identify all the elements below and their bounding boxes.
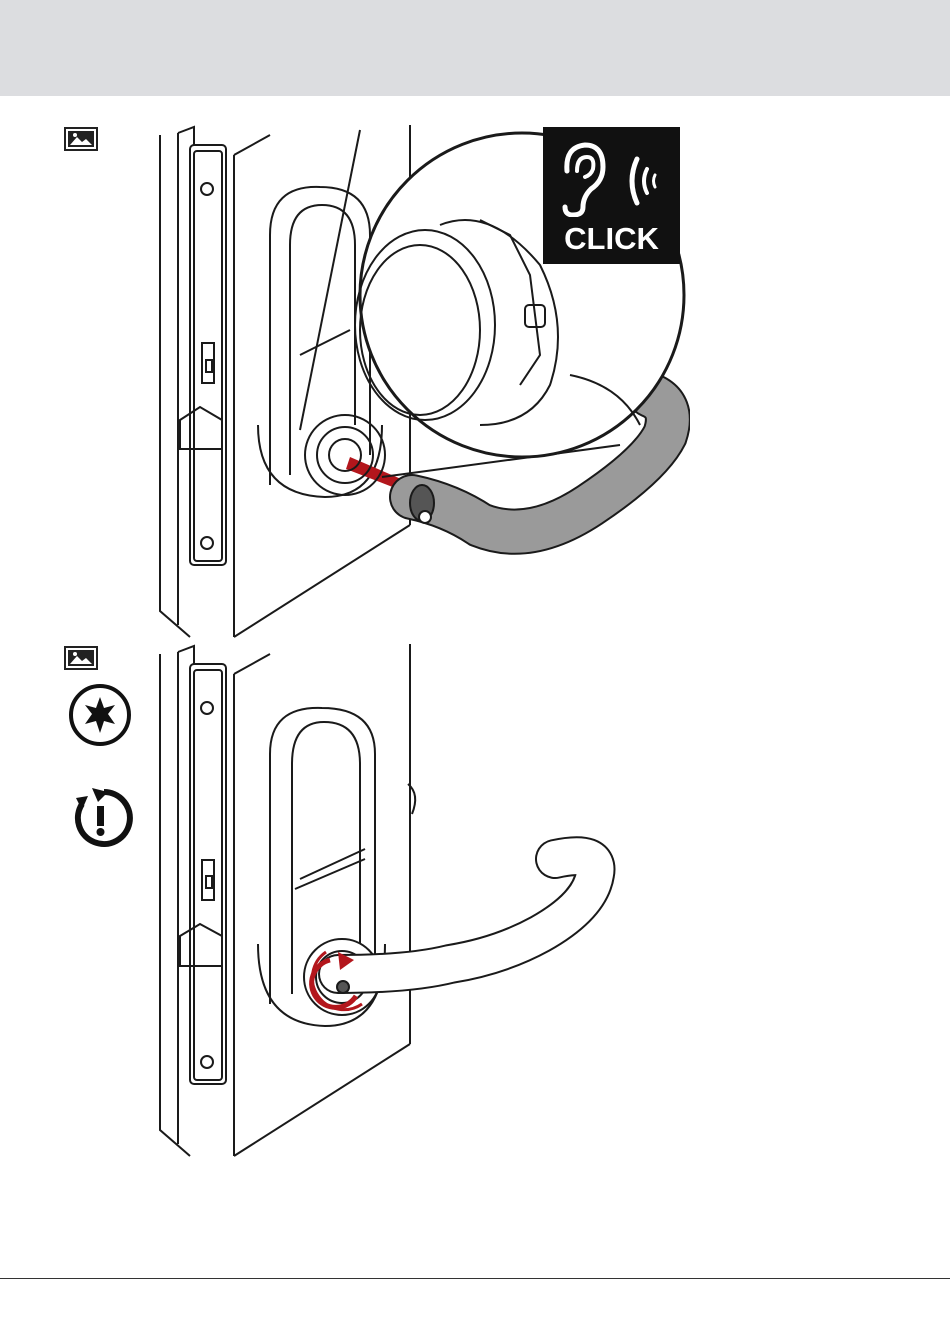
- sound-waves-icon: [625, 151, 665, 211]
- click-label: CLICK: [543, 223, 680, 254]
- click-badge: CLICK: [543, 127, 680, 264]
- image-icon: [64, 127, 98, 151]
- image-icon: [64, 646, 98, 670]
- footer-rule: [0, 1278, 950, 1279]
- rotate-caution-icon: [68, 784, 134, 850]
- ear-icon: [557, 141, 607, 217]
- torx-icon: [68, 683, 132, 747]
- header-band: [0, 0, 950, 96]
- handle-rotate-illustration: [150, 644, 690, 1160]
